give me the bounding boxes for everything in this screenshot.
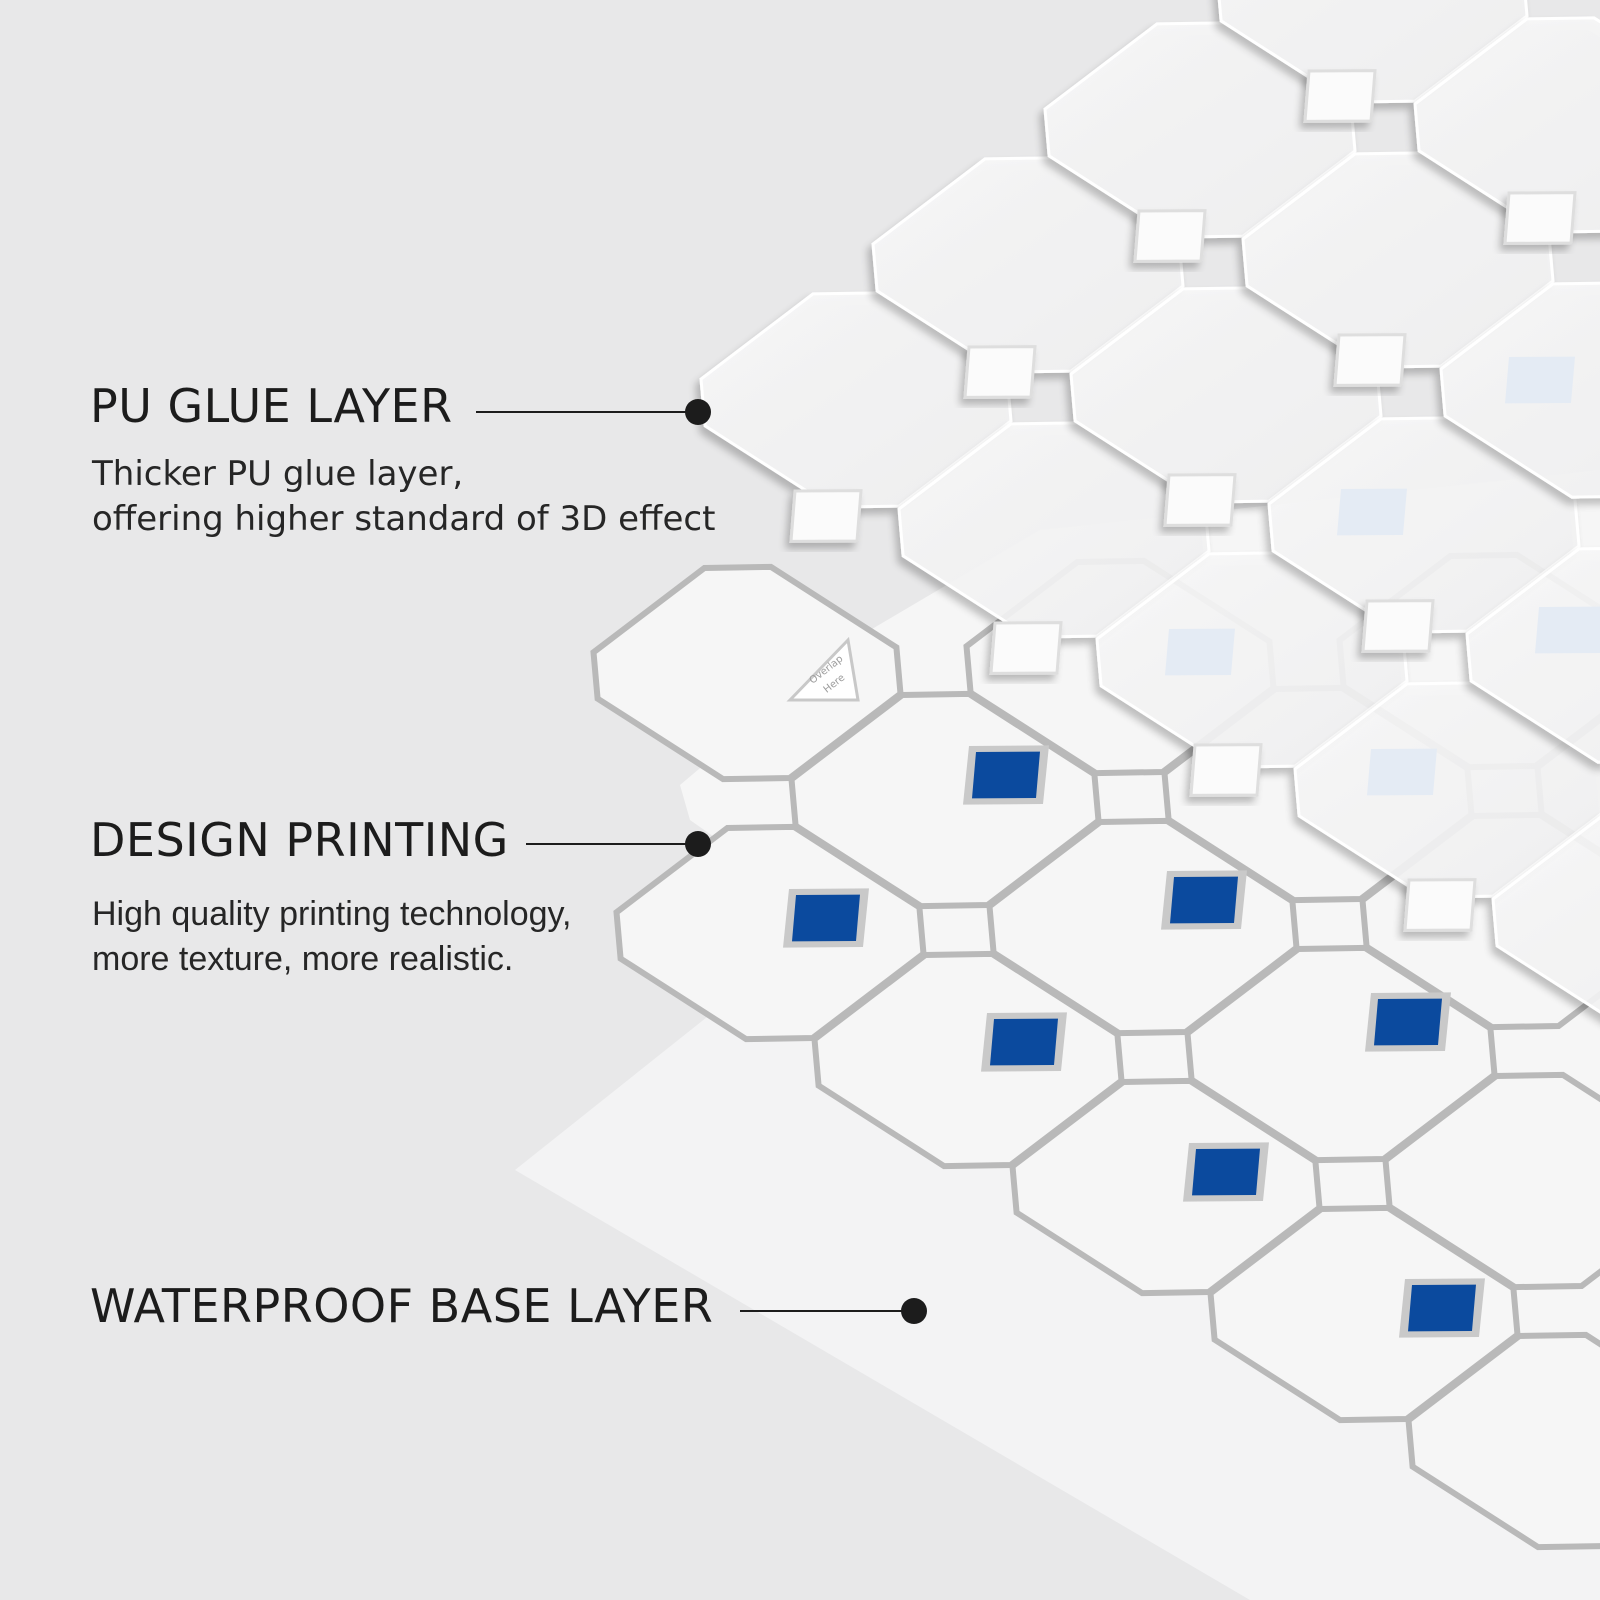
glue-square — [1303, 69, 1377, 123]
glue-square — [1189, 743, 1263, 797]
pu-glue-leader-line — [476, 411, 698, 413]
glue-square — [1333, 333, 1407, 387]
glue-square — [1503, 191, 1577, 245]
design-printing-leader-dot — [685, 831, 711, 857]
glue-square — [989, 621, 1063, 675]
glue-tinted-square — [1535, 606, 1600, 654]
waterproof-base-leader-dot — [901, 1298, 927, 1324]
blue-accent-square — [1374, 998, 1442, 1046]
glue-square — [1361, 599, 1435, 653]
printed-octagon-tile — [590, 563, 904, 783]
waterproof-base-layer-title: WATERPROOF BASE LAYER — [90, 1279, 714, 1333]
blue-accent-square — [792, 894, 860, 942]
glue-tinted-square — [1165, 628, 1235, 676]
waterproof-base-leader-line — [740, 1310, 916, 1312]
pu-glue-layer-title: PU GLUE LAYER — [90, 379, 453, 433]
blue-accent-square — [1408, 1284, 1476, 1332]
glue-square — [1133, 209, 1207, 263]
description-line: more texture, more realistic. — [92, 940, 514, 978]
description-line: High quality printing technology, — [92, 895, 572, 933]
printed-octagon-tile — [1382, 1071, 1600, 1291]
glue-octagon-tile — [1491, 815, 1600, 1014]
blue-accent-square — [1192, 1148, 1260, 1196]
glue-square — [1403, 878, 1477, 932]
description-line: Thicker PU glue layer, — [92, 454, 464, 494]
design-printing-title: DESIGN PRINTING — [90, 813, 509, 867]
blue-accent-square — [1170, 876, 1238, 924]
blue-accent-square — [972, 751, 1040, 799]
glue-tinted-square — [1337, 488, 1407, 536]
blue-accent-square — [990, 1018, 1058, 1066]
printed-octagon-tile — [1405, 1331, 1600, 1551]
description-line: offering higher standard of 3D effect — [92, 499, 716, 539]
glue-square — [789, 489, 863, 543]
glue-tinted-square — [1505, 356, 1575, 404]
design-printing-leader-line — [526, 843, 698, 845]
glue-square — [963, 345, 1037, 399]
pu-glue-layer — [699, 0, 1600, 1014]
pu-glue-layer-description: Thicker PU glue layer, offering higher s… — [92, 452, 715, 542]
glue-tinted-square — [1367, 748, 1437, 796]
glue-octagon-tile — [1465, 547, 1600, 764]
pu-glue-leader-dot — [685, 399, 711, 425]
glue-square — [1163, 473, 1237, 527]
design-printing-description: High quality printing technology, more t… — [92, 892, 571, 982]
